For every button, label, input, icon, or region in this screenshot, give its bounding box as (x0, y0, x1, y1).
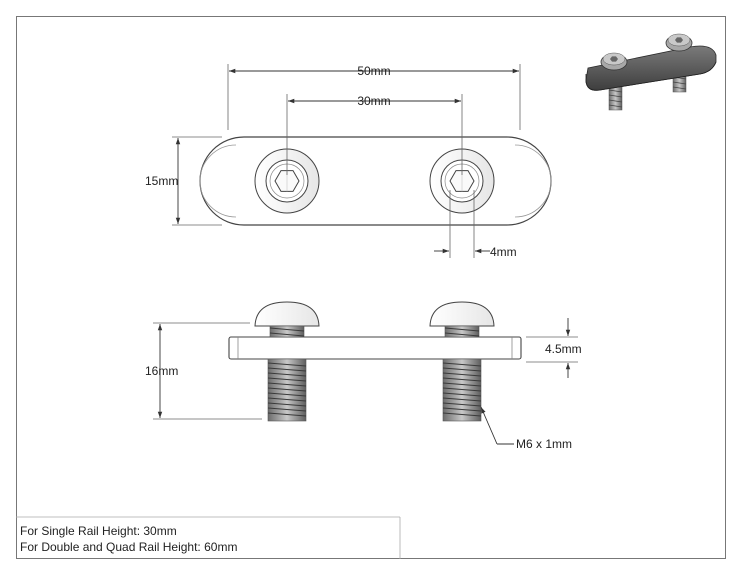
dim-label-30: 30mm (357, 94, 390, 108)
isometric-view (585, 33, 717, 111)
right-bolt-side (429, 301, 495, 422)
dimension-plate-width: 15mm (145, 136, 222, 226)
dim-label-4-5: 4.5mm (545, 342, 582, 356)
note-double-quad-rail: For Double and Quad Rail Height: 60mm (20, 540, 238, 554)
dimension-overall-length: 50mm (227, 64, 521, 130)
drawing-border (16, 16, 726, 559)
side-view: 16mm 4.5mm M6 x 1mm (145, 301, 582, 451)
note-single-rail: For Single Rail Height: 30mm (20, 524, 177, 538)
dimension-plate-thickness: 4.5mm (526, 318, 582, 378)
top-view: 50mm 30mm 15mm 4mm (145, 64, 552, 259)
dimension-hex-size: 4mm (434, 190, 517, 259)
dim-label-50: 50mm (357, 64, 390, 78)
dimension-hole-spacing: 30mm (286, 94, 463, 175)
thread-label: M6 x 1mm (516, 437, 572, 451)
left-bolt-side (254, 301, 320, 422)
dim-label-4: 4mm (490, 245, 517, 259)
plate-outline-top (199, 136, 552, 226)
right-bolt-head-top (429, 148, 495, 214)
dim-label-15: 15mm (145, 174, 178, 188)
dim-label-16: 16mm (145, 364, 178, 378)
thread-callout: M6 x 1mm (480, 406, 572, 451)
left-bolt-head-top (254, 148, 320, 214)
plate-side (228, 336, 522, 360)
dimension-total-height: 16mm (145, 322, 262, 420)
